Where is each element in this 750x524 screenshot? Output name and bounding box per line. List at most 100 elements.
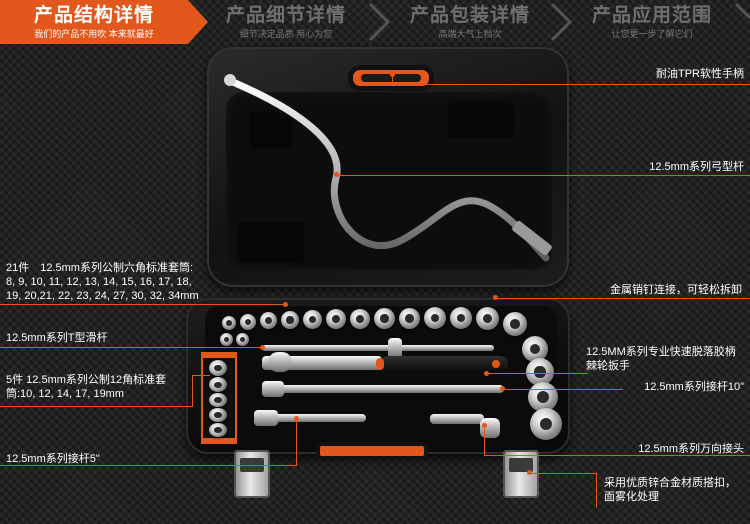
chevron-right-icon — [368, 2, 391, 42]
socket — [476, 307, 499, 330]
callout-dot — [283, 302, 288, 307]
socket — [209, 377, 227, 392]
callout-line — [192, 375, 210, 376]
callout-line — [392, 75, 393, 85]
tab-product-structure[interactable]: 产品结构详情 我们的产品不用吹 本来就最好 — [0, 0, 188, 44]
socket — [303, 310, 322, 329]
callout-dot — [500, 386, 505, 391]
tab-title: 产品细节详情 — [225, 4, 346, 26]
callout-line — [496, 298, 750, 299]
callout-metal-pin: 金属销钉连接，可轻松拆卸 — [610, 284, 742, 296]
callout-line — [337, 175, 750, 176]
brace-knurled-end — [512, 220, 552, 256]
tab-application-range[interactable]: 产品应用范围 让您更一步了解它们 — [570, 0, 734, 44]
socket — [326, 309, 346, 329]
lid-slot — [236, 220, 306, 264]
callout-dot — [527, 470, 532, 475]
callout-socket-set-21: 21件 12.5mm系列公制六角标准套筒: 8, 9, 10, 11, 12, … — [6, 262, 199, 302]
lid-slot — [248, 110, 294, 150]
socket — [209, 360, 227, 376]
extension-5-inch — [256, 414, 366, 422]
callout-dot — [482, 423, 487, 428]
tab-bar: 产品结构详情 我们的产品不用吹 本来就最好 产品细节详情 细节决定品质 用心为您… — [0, 0, 750, 44]
brace-shaft — [224, 76, 550, 262]
callout-line — [0, 406, 192, 407]
callout-line — [296, 418, 297, 466]
callout-tpr-handle: 耐油TPR软性手柄 — [656, 68, 744, 80]
callout-line — [596, 473, 597, 507]
case-handle-bottom — [316, 442, 428, 460]
callout-line — [0, 347, 262, 348]
active-tab-background — [0, 0, 208, 44]
socket — [209, 393, 227, 407]
case-latch-right — [503, 450, 539, 498]
chevron-right-icon — [734, 2, 750, 20]
socket — [526, 358, 554, 386]
socket — [528, 382, 558, 412]
ratchet-shaft — [262, 356, 382, 370]
callout-t-bar: 12.5mm系列T型滑杆 — [6, 332, 108, 344]
tab-subtitle: 我们的产品不用吹 本来就最好 — [34, 28, 154, 39]
socket — [209, 423, 227, 437]
tab-subtitle: 细节决定品质 用心为您 — [239, 28, 333, 39]
callout-line — [486, 373, 588, 374]
callout-line — [530, 473, 596, 474]
callout-extension-10: 12.5mm系列接杆10" — [644, 381, 744, 393]
callout-line — [503, 389, 623, 390]
brace-head — [224, 74, 236, 86]
callout-line — [484, 426, 485, 456]
callout-line — [0, 465, 296, 466]
t-bar — [262, 345, 494, 351]
socket — [424, 307, 446, 329]
extension-10-inch — [264, 385, 504, 393]
ratchet-grip-end — [492, 360, 500, 368]
socket — [220, 333, 233, 346]
tab-title: 产品结构详情 — [33, 4, 154, 26]
tab-title: 产品包装详情 — [409, 4, 530, 26]
extension-5-head — [254, 410, 278, 426]
tab-subtitle: 高端大气上档次 — [438, 28, 502, 39]
chevron-right-icon — [550, 2, 573, 42]
callout-universal-joint: 12.5mm系列万向接头 — [638, 443, 744, 455]
socket — [240, 314, 256, 330]
t-bar-head — [388, 338, 402, 358]
callout-extension-5: 12.5mm系列接杆5" — [6, 453, 100, 465]
callout-ratchet: 12.5MM系列专业快速脱落胶柄棘轮扳手 — [586, 346, 736, 372]
ratchet-grip — [380, 356, 508, 372]
socket — [503, 312, 527, 336]
callout-line — [484, 455, 750, 456]
socket — [350, 309, 370, 329]
callout-dot — [334, 172, 339, 177]
extension-10-head — [262, 381, 284, 397]
callout-dot — [484, 371, 489, 376]
socket — [236, 333, 249, 346]
callout-dot — [493, 295, 498, 300]
callout-line — [0, 304, 286, 305]
socket — [222, 316, 236, 330]
callout-socket-set-5-12pt: 5件 12.5mm系列公制12角标准套筒:10, 12, 14, 17, 19m… — [6, 374, 167, 400]
callout-dot — [390, 72, 395, 77]
ratchet-grip-collar — [376, 358, 384, 370]
socket — [450, 307, 472, 329]
tab-title: 产品应用范围 — [591, 4, 712, 26]
callout-dot — [260, 345, 265, 350]
universal-joint — [430, 414, 484, 424]
callout-dot — [294, 416, 299, 421]
callout-alloy-latch: 采用优质锌合金材质搭扣，面雾化处理 — [604, 477, 736, 503]
universal-joint-head — [480, 418, 500, 438]
socket — [530, 408, 562, 440]
tab-packaging-details[interactable]: 产品包装详情 高端大气上档次 — [388, 0, 552, 44]
tab-product-details[interactable]: 产品细节详情 细节决定品质 用心为您 — [206, 0, 366, 44]
socket — [260, 312, 277, 329]
callout-line — [192, 375, 193, 407]
socket — [281, 311, 299, 329]
tab-subtitle: 让您更一步了解它们 — [611, 28, 693, 39]
socket — [399, 308, 420, 329]
ratchet-head — [268, 352, 292, 372]
socket — [374, 308, 395, 329]
callout-speed-brace: 12.5mm系列弓型杆 — [649, 161, 744, 173]
callout-line — [393, 84, 750, 85]
socket — [522, 336, 548, 362]
